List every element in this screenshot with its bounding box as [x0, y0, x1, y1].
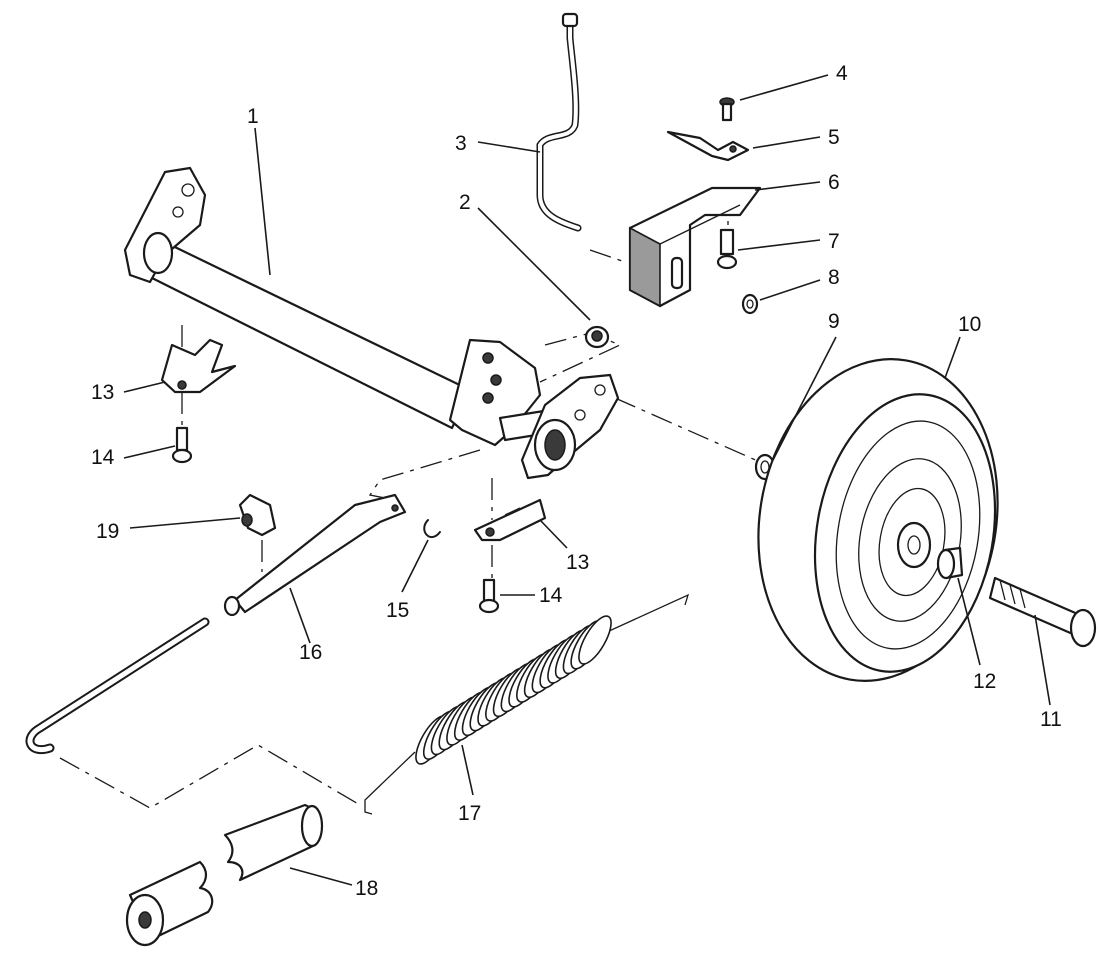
part-2-nut	[584, 325, 610, 349]
part-7-bolt	[716, 228, 738, 270]
callout-17: 17	[458, 802, 481, 825]
callout-9: 9	[828, 310, 840, 333]
callout-18: 18	[355, 877, 378, 900]
part-13-clip-left	[160, 338, 237, 394]
part-14-screw-center	[478, 578, 500, 614]
callout-19: 19	[96, 520, 119, 543]
callout-15: 15	[386, 599, 409, 622]
callout-11: 11	[1040, 708, 1062, 731]
part-6-bracket	[628, 186, 762, 308]
callouts: 1 2 3 4 5 6 7 8 9 10 11 12 13 13 14 14 1…	[91, 62, 1062, 900]
callout-16: 16	[299, 641, 322, 664]
callout-1: 1	[247, 105, 259, 128]
part-16-link-rod	[223, 493, 407, 617]
part-4-screw	[719, 97, 735, 122]
part-15-ring	[423, 519, 441, 539]
callout-13-center: 13	[566, 551, 589, 574]
callout-12: 12	[973, 670, 996, 693]
callout-10: 10	[958, 313, 981, 336]
part-17-spring	[364, 593, 690, 815]
part-13-clip-center	[473, 498, 547, 542]
part-1-axle	[123, 166, 620, 480]
part-18-sleeves	[125, 803, 324, 947]
part-5-clip	[666, 130, 750, 162]
callout-7: 7	[828, 230, 840, 253]
callout-13-left: 13	[91, 381, 114, 404]
callout-14-center: 14	[539, 584, 563, 607]
part-19-clip	[238, 493, 277, 537]
callout-2: 2	[459, 191, 471, 214]
callout-14-left: 14	[91, 446, 115, 469]
callout-8: 8	[828, 266, 840, 289]
callout-4: 4	[836, 62, 848, 85]
spring-coil	[578, 615, 612, 665]
leader-lines	[123, 74, 1051, 886]
part-10-wheel	[757, 358, 999, 682]
part-3-rod	[536, 12, 582, 232]
part-12-spacer	[936, 546, 964, 580]
callout-3: 3	[455, 132, 467, 155]
callout-5: 5	[828, 126, 840, 149]
part-11-bolt	[988, 576, 1097, 648]
hooked-rod	[25, 617, 210, 755]
part-14-screw-left	[171, 426, 193, 464]
callout-6: 6	[828, 171, 840, 194]
part-8-nut	[741, 293, 759, 315]
